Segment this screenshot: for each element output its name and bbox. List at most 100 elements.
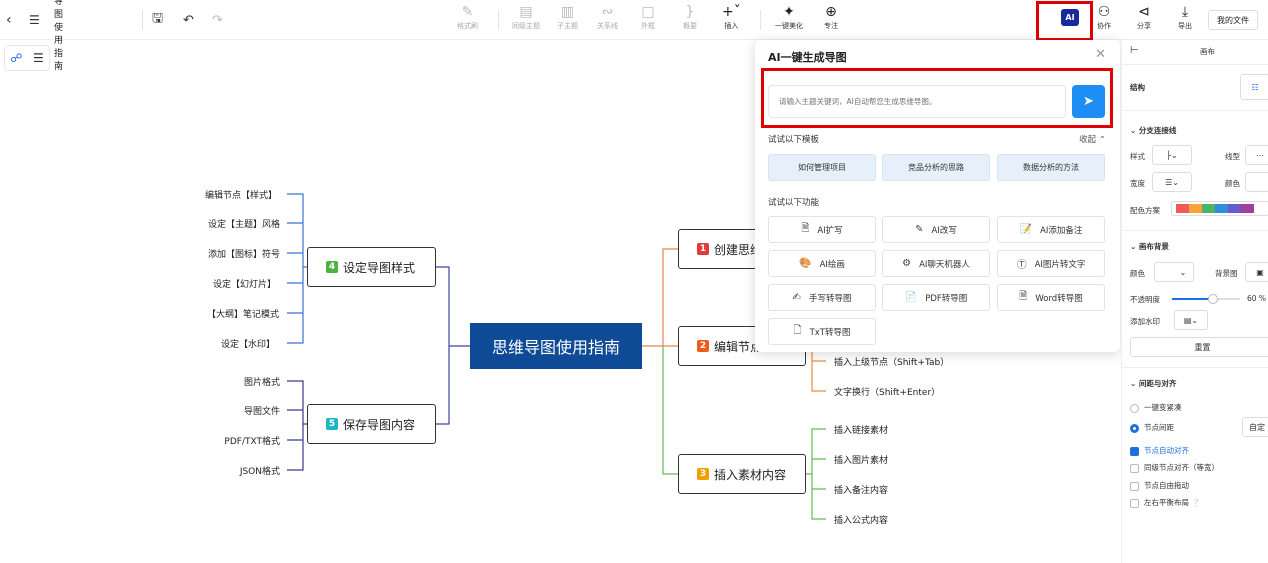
sub-topic-button[interactable]: ▥ 子主题 xyxy=(557,4,578,36)
undo-icon[interactable]: ↶ xyxy=(183,12,194,28)
leaf-node[interactable]: 设定【水印】 xyxy=(220,340,275,350)
node-spacing-option[interactable]: 节点间距 xyxy=(1130,422,1174,433)
feature-button-handwriting[interactable]: ✍手写转导图 xyxy=(768,284,876,311)
leaf-node[interactable]: 插入图片素材 xyxy=(834,456,889,466)
connector-root-b5 xyxy=(436,346,450,425)
leaf-node[interactable]: 图片格式 xyxy=(243,378,280,388)
my-files-button[interactable]: 我的文件 xyxy=(1208,10,1258,30)
feature-label: AI添加备注 xyxy=(1040,225,1083,236)
branch-lines-header[interactable]: ⌄ 分支连接线 xyxy=(1130,125,1176,136)
feature-button-ai-rewrite[interactable]: ✎AI改写 xyxy=(882,216,990,243)
line-type-select[interactable]: ⋯ xyxy=(1245,145,1268,165)
root-node[interactable]: 思维导图使用指南 xyxy=(470,323,642,369)
template-button[interactable]: 数据分析的方法 xyxy=(997,154,1105,181)
line-style-select[interactable]: ├⌄ xyxy=(1152,145,1192,165)
beautify-button[interactable]: ✦ 一键美化 xyxy=(775,4,803,36)
frame-button[interactable]: □ 外框 xyxy=(641,4,655,36)
template-button[interactable]: 竞品分析的思路 xyxy=(882,154,990,181)
leaf-node[interactable]: JSON格式 xyxy=(239,467,280,477)
format-painter-button[interactable]: ✎ 格式刷 xyxy=(457,4,478,36)
export-button[interactable]: ⤓ 导出 xyxy=(1178,4,1192,36)
same-level-align-option[interactable]: 同级节点对齐（等宽） xyxy=(1130,462,1219,473)
sidebar-toggle-icon[interactable]: ⊢ xyxy=(1130,45,1139,56)
ai-button[interactable]: AI xyxy=(1061,9,1079,26)
line-width-label: 宽度 xyxy=(1130,179,1145,188)
image-icon: ▣ xyxy=(1256,267,1264,277)
sibling-topic-button[interactable]: ▤ 同级主题 xyxy=(512,4,540,36)
branch-number-2: 2 xyxy=(697,340,709,352)
feature-button-ai-chatbot[interactable]: ⚙AI聊天机器人 xyxy=(882,250,990,277)
document-title[interactable]: 思维导图使用指南 xyxy=(54,0,64,72)
template-button[interactable]: 如何管理项目 xyxy=(768,154,876,181)
branch-node-5[interactable]: 5 保存导图内容 xyxy=(307,404,436,444)
pdf-icon: 📄 xyxy=(904,292,918,303)
feature-button-txt[interactable]: 🗋TxT转导图 xyxy=(768,318,876,345)
tab-canvas[interactable]: 画布 xyxy=(1200,47,1215,56)
leaf-node[interactable]: 设定【幻灯片】 xyxy=(212,280,276,290)
watermark-select[interactable]: ▤⌄ xyxy=(1174,310,1208,330)
watermark-label: 添加水印 xyxy=(1130,317,1160,326)
feature-button-ai-expand[interactable]: 🗎AI扩写 xyxy=(768,216,876,243)
spacing-align-header[interactable]: ⌄ 间距与对齐 xyxy=(1130,378,1176,389)
menu-icon[interactable]: ☰ xyxy=(29,13,40,27)
toolbar-divider xyxy=(760,10,761,30)
pen-icon: ✎ xyxy=(915,224,924,235)
leaf-node[interactable]: 编辑节点【样式】 xyxy=(204,191,277,201)
leaf-node[interactable]: 文字换行（Shift+Enter） xyxy=(834,388,941,398)
outline-view-icon[interactable]: ☰ xyxy=(32,51,44,65)
line-color-picker[interactable] xyxy=(1245,172,1268,192)
bg-color-select[interactable]: ⌄ xyxy=(1154,262,1194,282)
leaf-node[interactable]: 导图文件 xyxy=(243,407,280,417)
checkbox-icon xyxy=(1130,498,1139,508)
structure-label: 结构 xyxy=(1130,83,1145,92)
focus-label: 专注 xyxy=(824,22,838,30)
collapse-button[interactable]: 收起 ⌃ xyxy=(1079,133,1106,145)
leaf-node[interactable]: 插入公式内容 xyxy=(834,516,889,526)
collaborate-button[interactable]: ⚇ 协作 xyxy=(1097,4,1111,36)
opacity-label: 不透明度 xyxy=(1130,295,1160,304)
leaf-node[interactable]: 插入备注内容 xyxy=(834,486,889,496)
balanced-layout-option[interactable]: 左右平衡布局 ❔ xyxy=(1130,497,1201,508)
reset-button[interactable]: 重置 xyxy=(1130,337,1268,357)
feature-button-ai-note[interactable]: 📝 AI添加备注 xyxy=(997,216,1105,243)
save-icon[interactable]: 🖫 xyxy=(152,11,164,26)
relation-line-button[interactable]: ∾ 关系线 xyxy=(597,4,618,36)
feature-button-ai-paint[interactable]: 🎨AI绘画 xyxy=(768,250,876,277)
redo-icon[interactable]: ↷ xyxy=(212,12,223,28)
back-icon[interactable]: ‹ xyxy=(6,12,12,28)
leaf-node[interactable]: 【大纲】笔记模式 xyxy=(206,310,279,320)
auto-align-option[interactable]: 节点自动对齐 xyxy=(1130,445,1189,456)
close-icon[interactable]: ✕ xyxy=(1095,47,1106,62)
node-spacing-custom-select[interactable]: 自定 xyxy=(1242,417,1268,437)
branch-node-4[interactable]: 4 设定导图样式 xyxy=(307,247,436,287)
leaf-node[interactable]: PDF/TXT格式 xyxy=(224,437,280,447)
branch-node-3[interactable]: 3 插入素材内容 xyxy=(678,454,806,494)
mindmap-view-icon[interactable]: ☍ xyxy=(10,51,23,65)
insert-button[interactable]: +ˇ 插入 xyxy=(722,4,741,36)
connector-root-b4 xyxy=(436,266,470,347)
bg-image-picker[interactable]: ▣ xyxy=(1245,262,1268,282)
canvas-bg-header[interactable]: ⌄ 画布背景 xyxy=(1130,241,1169,252)
leaf-node[interactable]: 设定【主题】风格 xyxy=(207,220,280,230)
feature-button-pdf[interactable]: 📄PDF转导图 xyxy=(882,284,990,311)
ai-topic-input[interactable] xyxy=(768,85,1066,118)
help-icon[interactable]: ❔ xyxy=(1191,498,1201,507)
summary-button[interactable]: } 概要 xyxy=(683,4,697,36)
opacity-slider-track[interactable] xyxy=(1172,294,1240,304)
color-scheme-picker[interactable] xyxy=(1171,201,1268,216)
note-icon: 📝 xyxy=(1019,224,1033,235)
free-drag-option[interactable]: 节点自由拖动 xyxy=(1130,480,1189,491)
compact-option[interactable]: 一键变紧凑 xyxy=(1130,402,1182,413)
leaf-node[interactable]: 插入上级节点（Shift+Tab） xyxy=(834,358,950,368)
leaf-node[interactable]: 插入链接素材 xyxy=(834,426,889,436)
line-width-icon: ☰⌄ xyxy=(1165,177,1179,187)
opacity-slider-handle[interactable] xyxy=(1207,294,1218,304)
feature-button-word[interactable]: 🗎Word转导图 xyxy=(997,284,1105,311)
share-button[interactable]: ⊲ 分享 xyxy=(1137,4,1151,36)
focus-button[interactable]: ⊕ 专注 xyxy=(824,4,838,36)
leaf-node[interactable]: 添加【图标】符号 xyxy=(207,250,280,260)
line-width-select[interactable]: ☰⌄ xyxy=(1152,172,1192,192)
send-button[interactable]: ➤ xyxy=(1072,85,1105,118)
structure-picker[interactable]: ☷ xyxy=(1240,74,1268,100)
